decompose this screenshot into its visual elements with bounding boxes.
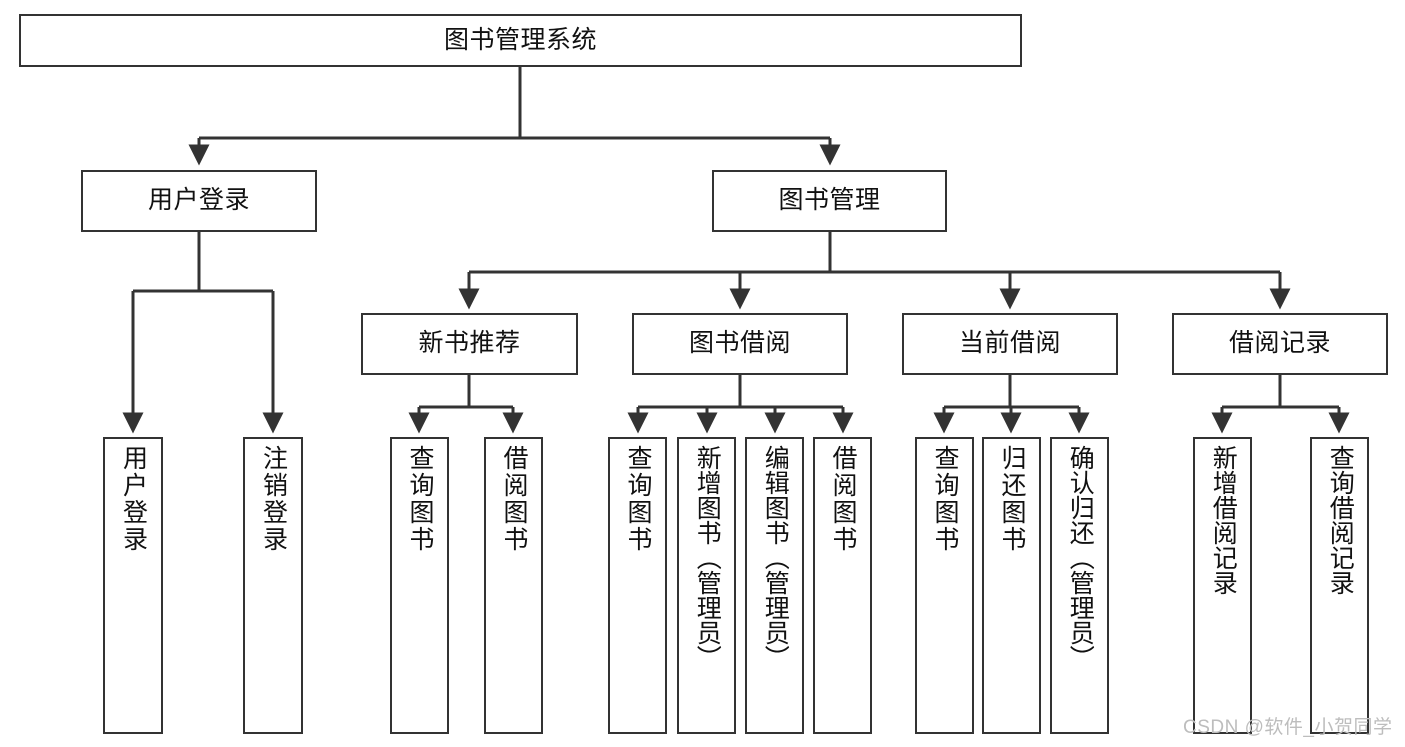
leaf-current-return-book-label: 归还图书: [998, 445, 1026, 553]
node-borrow-records-label: 借阅记录: [1228, 329, 1331, 358]
node-root[interactable]: 图书管理系统: [19, 14, 1022, 67]
node-current-borrow-label: 当前借阅: [958, 329, 1061, 358]
leaf-current-confirm-return-label: 确认归还（管理员）: [1066, 445, 1095, 670]
leaf-records-query-label: 查询借阅记录: [1326, 445, 1355, 595]
leaf-new-book-borrow-label: 借阅图书: [500, 445, 528, 553]
node-new-book-recommend-label: 新书推荐: [418, 329, 521, 358]
node-book-management[interactable]: 图书管理: [712, 170, 947, 232]
leaf-current-query-book-label: 查询图书: [931, 445, 959, 553]
leaf-user-login-label: 用户登录: [119, 445, 148, 553]
node-book-borrow-label: 图书借阅: [688, 329, 791, 358]
node-current-borrow[interactable]: 当前借阅: [902, 313, 1118, 375]
leaf-borrow-query-book[interactable]: 查询图书: [608, 437, 667, 734]
leaf-user-login[interactable]: 用户登录: [103, 437, 163, 734]
node-root-label: 图书管理系统: [443, 25, 597, 54]
leaf-records-add[interactable]: 新增借阅记录: [1193, 437, 1252, 734]
csdn-watermark: CSDN @软件_小贺同学: [1183, 717, 1393, 738]
node-user-login[interactable]: 用户登录: [81, 170, 317, 232]
leaf-borrow-borrow-book-label: 借阅图书: [829, 445, 857, 553]
node-borrow-records[interactable]: 借阅记录: [1172, 313, 1388, 375]
leaf-records-add-label: 新增借阅记录: [1209, 445, 1238, 595]
leaf-borrow-edit-book-label: 编辑图书（管理员）: [761, 445, 790, 670]
leaf-logout-label: 注销登录: [259, 445, 288, 553]
leaf-borrow-borrow-book[interactable]: 借阅图书: [813, 437, 872, 734]
node-book-borrow[interactable]: 图书借阅: [632, 313, 848, 375]
node-book-management-label: 图书管理: [778, 186, 881, 215]
leaf-current-confirm-return[interactable]: 确认归还（管理员）: [1050, 437, 1109, 734]
leaf-borrow-add-book-label: 新增图书（管理员）: [693, 445, 722, 670]
node-new-book-recommend[interactable]: 新书推荐: [361, 313, 578, 375]
leaf-new-book-borrow[interactable]: 借阅图书: [484, 437, 543, 734]
node-user-login-label: 用户登录: [147, 186, 250, 215]
leaf-current-query-book[interactable]: 查询图书: [915, 437, 974, 734]
leaf-records-query[interactable]: 查询借阅记录: [1310, 437, 1369, 734]
leaf-borrow-add-book[interactable]: 新增图书（管理员）: [677, 437, 736, 734]
leaf-current-return-book[interactable]: 归还图书: [982, 437, 1041, 734]
leaf-logout[interactable]: 注销登录: [243, 437, 303, 734]
leaf-new-book-query[interactable]: 查询图书: [390, 437, 449, 734]
leaf-borrow-edit-book[interactable]: 编辑图书（管理员）: [745, 437, 804, 734]
leaf-new-book-query-label: 查询图书: [406, 445, 434, 553]
leaf-borrow-query-book-label: 查询图书: [624, 445, 652, 553]
